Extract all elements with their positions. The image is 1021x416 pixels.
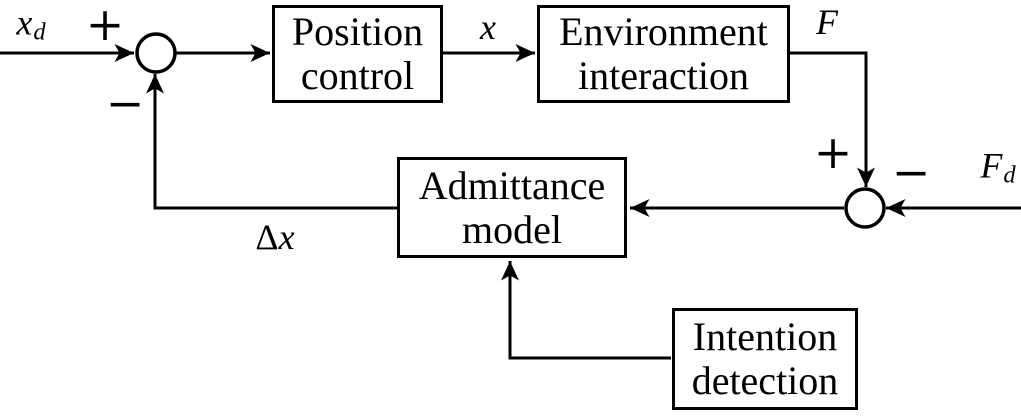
desired-position-subscript: d — [33, 18, 46, 46]
force-signal-label: F — [816, 2, 838, 42]
sum2-minus-sign: − — [891, 145, 931, 199]
intention-detection-label-line1: Intention — [692, 314, 838, 359]
intention-detection-block: Intention detection — [672, 308, 858, 410]
desired-force-subscript: d — [1003, 161, 1016, 189]
summing-junction-force — [844, 187, 886, 229]
environment-interaction-label-line2: interaction — [577, 53, 750, 98]
intention-detection-label-line2: detection — [691, 358, 839, 403]
position-correction-label: Δx — [255, 216, 294, 258]
position-control-block: Position control — [272, 5, 443, 103]
desired-force-base: F — [980, 145, 1003, 186]
sum1-plus-sign: + — [85, 0, 125, 51]
position-control-label-line2: control — [300, 53, 415, 98]
sum2-plus-sign: + — [813, 125, 853, 179]
admittance-model-label-line1: Admittance — [418, 162, 606, 208]
admittance-model-label-line2: model — [462, 206, 562, 252]
wire-force-to-sum2 — [789, 51, 875, 187]
desired-position-base: x — [16, 2, 33, 43]
wire-admittance-feedback-to-sum1 — [146, 74, 397, 210]
desired-position-label: xd — [16, 1, 45, 46]
position-correction-var: x — [278, 217, 295, 257]
position-signal-label: x — [480, 7, 496, 47]
wire-intention-to-admittance-model — [501, 261, 671, 360]
environment-interaction-label-line1: Environment — [559, 9, 768, 54]
delta-symbol: Δ — [255, 217, 279, 257]
sum1-minus-sign: − — [105, 76, 145, 130]
summing-junction-position — [135, 32, 177, 74]
environment-interaction-block: Environment interaction — [537, 5, 790, 103]
desired-force-label: Fd — [980, 144, 1015, 189]
position-control-label-line1: Position — [291, 9, 424, 54]
admittance-model-block: Admittance model — [397, 157, 627, 258]
